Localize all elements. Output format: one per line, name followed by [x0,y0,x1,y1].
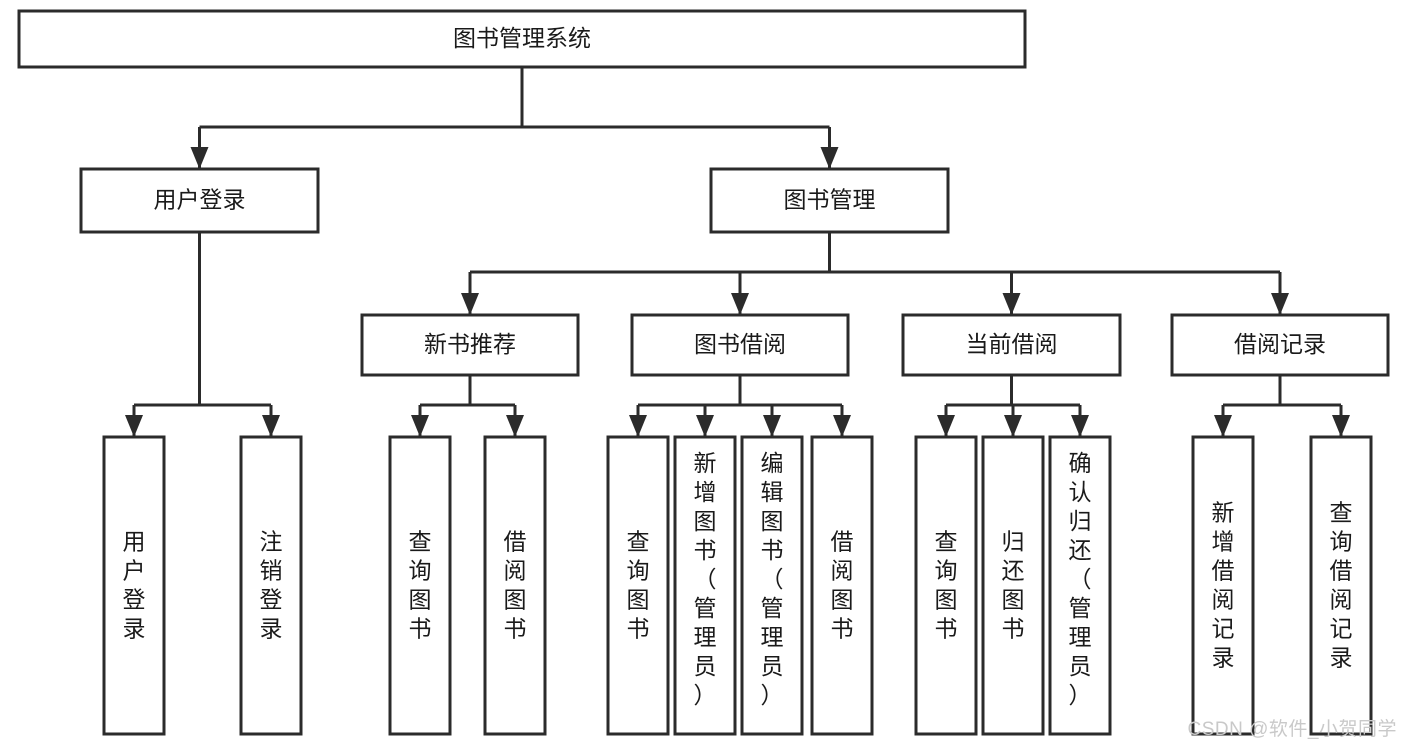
node-label-query-book-3: 查询图书 [935,528,958,641]
node-borrow-book-1[interactable]: 借阅图书 [483,435,547,736]
node-box-new-book-recommend [360,313,580,377]
node-return-book[interactable]: 归还图书 [981,435,1045,736]
arrow-head-icon [696,415,714,437]
node-label-borrow-record: 借阅记录 [1234,331,1326,357]
node-label-return-book: 归还图书 [1002,528,1025,641]
node-confirm-return-admin[interactable]: 确认归还（管理员） [1048,435,1112,736]
node-box-user-login-leaf [102,435,166,736]
node-box-query-book-1 [388,435,452,736]
node-label-borrow-book-2: 借阅图书 [831,528,854,641]
node-label-book-management: 图书管理 [784,187,876,213]
arrow-head-icon [125,415,143,437]
arrow-head-icon [190,147,209,169]
node-label-query-borrow-record: 查询借阅记录 [1330,499,1353,670]
node-box-confirm-return-admin [1048,435,1112,736]
node-box-edit-book-admin [740,435,804,736]
arrow-head-icon [1002,293,1021,315]
node-add-borrow-record[interactable]: 新增借阅记录 [1191,435,1255,736]
arrow-head-icon [461,293,479,315]
node-box-user-login [79,167,320,234]
node-borrow-record[interactable]: 借阅记录 [1170,313,1390,377]
node-edit-book-admin[interactable]: 编辑图书（管理员） [740,435,804,736]
arrow-head-icon [1071,415,1089,437]
node-label-book-borrow: 图书借阅 [694,331,786,357]
node-box-query-borrow-record [1309,435,1373,736]
node-box-query-book-2 [606,435,670,736]
node-book-management[interactable]: 图书管理 [709,167,950,234]
node-label-root: 图书管理系统 [453,25,591,51]
node-box-user-logout-leaf [239,435,303,736]
arrow-head-icon [820,147,839,169]
arrow-head-icon [1271,293,1289,315]
arrow-head-icon [833,415,851,437]
arrow-head-icon [262,415,280,437]
arrow-head-icon [506,415,524,437]
node-box-borrow-record [1170,313,1390,377]
node-query-book-2[interactable]: 查询图书 [606,435,670,736]
node-label-user-login: 用户登录 [154,187,246,213]
arrow-head-icon [629,415,647,437]
node-label-query-book-1: 查询图书 [409,528,432,641]
node-box-root [17,9,1027,69]
node-book-borrow[interactable]: 图书借阅 [630,313,850,377]
node-user-logout-leaf[interactable]: 注销登录 [239,435,303,736]
arrow-head-icon [731,293,749,315]
node-box-borrow-book-2 [810,435,874,736]
node-query-borrow-record[interactable]: 查询借阅记录 [1309,435,1373,736]
node-box-borrow-book-1 [483,435,547,736]
node-box-add-book-admin [673,435,737,736]
node-label-current-borrow: 当前借阅 [966,331,1058,357]
arrow-head-icon [411,415,429,437]
node-label-user-logout-leaf: 注销登录 [260,528,283,641]
connector-layer [125,67,1350,437]
node-query-book-3[interactable]: 查询图书 [914,435,978,736]
node-query-book-1[interactable]: 查询图书 [388,435,452,736]
node-label-borrow-book-1: 借阅图书 [504,528,527,641]
node-box-add-borrow-record [1191,435,1255,736]
csdn-watermark: CSDN @软件_小贺同学 [1187,719,1397,740]
node-current-borrow[interactable]: 当前借阅 [901,313,1122,377]
node-label-edit-book-admin: 编辑图书（管理员） [761,450,784,708]
node-root[interactable]: 图书管理系统 [17,9,1027,69]
arrow-head-icon [763,415,781,437]
node-layer: 图书管理系统用户登录图书管理新书推荐图书借阅当前借阅借阅记录用户登录注销登录查询… [17,9,1390,736]
node-label-query-book-2: 查询图书 [627,528,650,641]
node-label-confirm-return-admin: 确认归还（管理员） [1069,450,1092,708]
node-add-book-admin[interactable]: 新增图书（管理员） [673,435,737,736]
node-user-login-leaf[interactable]: 用户登录 [102,435,166,736]
node-box-book-management [709,167,950,234]
arrow-head-icon [1332,415,1350,437]
node-box-return-book [981,435,1045,736]
node-borrow-book-2[interactable]: 借阅图书 [810,435,874,736]
node-label-add-book-admin: 新增图书（管理员） [694,450,717,708]
node-box-book-borrow [630,313,850,377]
node-box-query-book-3 [914,435,978,736]
node-label-user-login-leaf: 用户登录 [123,528,146,641]
node-label-add-borrow-record: 新增借阅记录 [1212,499,1235,670]
arrow-head-icon [1004,415,1022,437]
node-user-login[interactable]: 用户登录 [79,167,320,234]
arrow-head-icon [937,415,955,437]
node-box-current-borrow [901,313,1122,377]
arrow-head-icon [1214,415,1232,437]
node-new-book-recommend[interactable]: 新书推荐 [360,313,580,377]
node-label-new-book-recommend: 新书推荐 [424,331,516,357]
